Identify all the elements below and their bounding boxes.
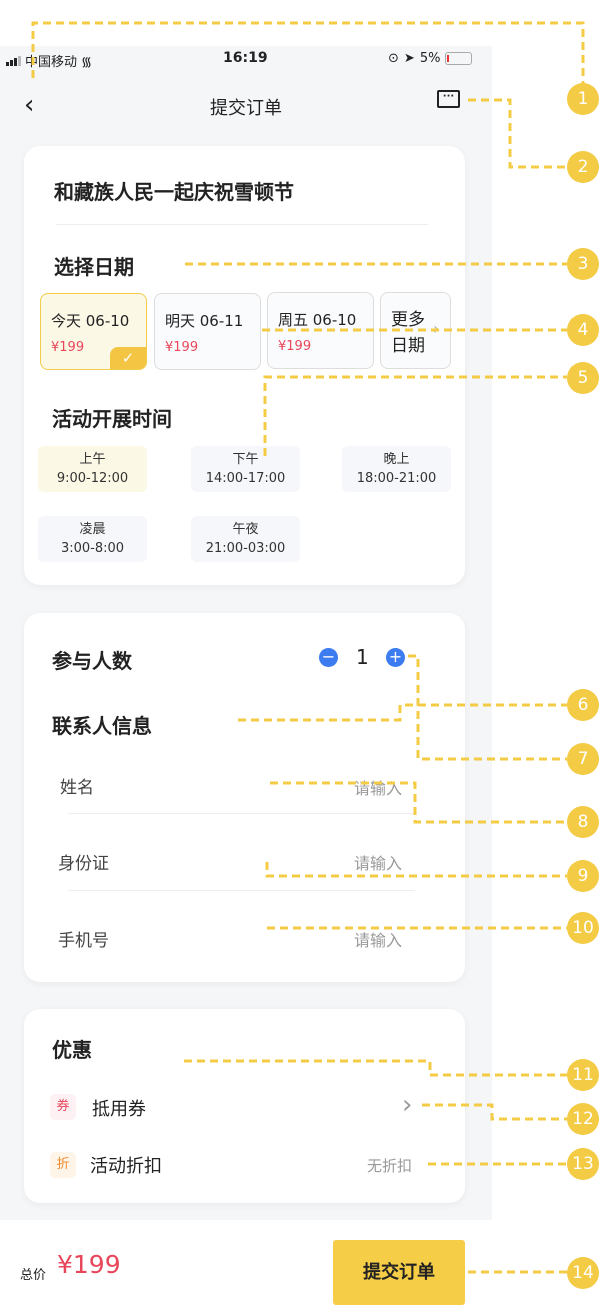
time-slot-evening[interactable]: 晚上 18:00-21:00 bbox=[342, 446, 451, 492]
wifi-icon: ᯾ bbox=[81, 54, 93, 70]
id-card-label: 身份证 bbox=[58, 854, 109, 874]
check-icon: ✓ bbox=[110, 347, 146, 369]
date-label: 明天 06-11 bbox=[165, 312, 244, 330]
submit-order-button[interactable]: 提交订单 bbox=[333, 1240, 465, 1305]
time-slot-morning[interactable]: 上午 9:00-12:00 bbox=[38, 446, 147, 492]
slot-range: 21:00-03:00 bbox=[205, 541, 286, 556]
total-price: ¥199 bbox=[57, 1250, 121, 1279]
date-section-title: 选择日期 bbox=[54, 255, 134, 279]
more-dates-button[interactable]: 更多 日期 › bbox=[380, 292, 451, 369]
time-slot-dawn[interactable]: 凌晨 3:00-8:00 bbox=[38, 516, 147, 562]
callout-3: 3 bbox=[567, 248, 599, 280]
date-chip-tomorrow[interactable]: 明天 06-11 ¥199 bbox=[154, 293, 261, 370]
coupon-label[interactable]: 抵用券 bbox=[92, 1099, 146, 1120]
slot-name: 上午 bbox=[79, 452, 106, 467]
slot-name: 凌晨 bbox=[79, 522, 106, 537]
phone-input[interactable]: 请输入 bbox=[353, 931, 402, 950]
callout-10: 10 bbox=[567, 912, 599, 944]
discount-badge-icon: 折 bbox=[50, 1152, 76, 1178]
coupon-badge-icon: 券 bbox=[50, 1094, 76, 1120]
name-label: 姓名 bbox=[60, 778, 94, 798]
name-input[interactable]: 请输入 bbox=[353, 779, 402, 798]
clock: 16:19 bbox=[223, 50, 268, 66]
status-bar-right: ⊙ ➤ 5% bbox=[388, 51, 473, 66]
discount-title: 优惠 bbox=[52, 1038, 92, 1062]
carrier: 中国移动 bbox=[25, 55, 78, 70]
callout-7: 7 bbox=[567, 743, 599, 775]
battery-icon bbox=[445, 52, 473, 65]
slot-range: 3:00-8:00 bbox=[60, 541, 125, 556]
callout-4: 4 bbox=[567, 314, 599, 346]
date-label: 周五 06-10 bbox=[278, 311, 357, 329]
slot-name: 晚上 bbox=[383, 452, 410, 467]
promo-label: 活动折扣 bbox=[90, 1156, 162, 1177]
signal-icon bbox=[6, 55, 21, 66]
time-section-title: 活动开展时间 bbox=[52, 407, 172, 431]
slot-range: 18:00-21:00 bbox=[356, 471, 437, 486]
divider bbox=[68, 890, 415, 891]
divider bbox=[56, 224, 428, 225]
callout-14: 14 bbox=[567, 1257, 599, 1289]
date-chip-today[interactable]: 今天 06-10 ¥199 ✓ bbox=[40, 293, 147, 370]
callout-2: 2 bbox=[567, 151, 599, 183]
date-price: ¥199 bbox=[165, 340, 199, 355]
contact-title: 联系人信息 bbox=[52, 714, 152, 738]
promo-value[interactable]: 无折扣 bbox=[367, 1157, 413, 1175]
slot-name: 下午 bbox=[232, 452, 259, 467]
rotation-lock-icon: ⊙ bbox=[388, 51, 399, 66]
coupon-chevron-icon[interactable]: › bbox=[402, 1090, 413, 1120]
slot-range: 14:00-17:00 bbox=[205, 471, 286, 486]
chevron-right-icon: › bbox=[433, 319, 440, 338]
discount-card bbox=[24, 1009, 465, 1203]
chat-bubble-icon[interactable]: ··· bbox=[437, 90, 460, 108]
phone-label: 手机号 bbox=[58, 931, 109, 951]
increment-button[interactable]: + bbox=[386, 648, 405, 667]
divider bbox=[68, 813, 415, 814]
participants-label: 参与人数 bbox=[52, 649, 132, 673]
callout-9: 9 bbox=[567, 860, 599, 892]
callout-5: 5 bbox=[567, 362, 599, 394]
more-dates-label-2: 日期 bbox=[391, 336, 425, 356]
decrement-button[interactable]: − bbox=[319, 648, 338, 667]
slot-range: 9:00-12:00 bbox=[56, 471, 129, 486]
location-icon: ➤ bbox=[403, 51, 415, 66]
callout-13: 13 bbox=[567, 1148, 599, 1180]
id-card-input[interactable]: 请输入 bbox=[353, 854, 402, 873]
total-label: 总价 bbox=[20, 1268, 47, 1283]
callout-1: 1 bbox=[567, 83, 599, 115]
date-chip-friday[interactable]: 周五 06-10 ¥199 bbox=[267, 292, 374, 369]
time-slot-midnight[interactable]: 午夜 21:00-03:00 bbox=[191, 516, 300, 562]
date-price: ¥199 bbox=[278, 339, 312, 354]
more-dates-label: 更多 bbox=[391, 310, 425, 330]
back-button[interactable]: ‹ bbox=[24, 90, 34, 120]
event-title: 和藏族人民一起庆祝雪顿节 bbox=[54, 180, 294, 204]
participants-count: 1 bbox=[356, 645, 369, 669]
page-title: 提交订单 bbox=[210, 98, 282, 119]
callout-8: 8 bbox=[567, 806, 599, 838]
date-label: 今天 06-10 bbox=[51, 312, 130, 330]
battery-percent: 5% bbox=[419, 51, 441, 66]
callout-6: 6 bbox=[567, 689, 599, 721]
time-slot-afternoon[interactable]: 下午 14:00-17:00 bbox=[191, 446, 300, 492]
chevron-left-icon[interactable]: ‹ bbox=[24, 90, 35, 120]
callout-12: 12 bbox=[567, 1103, 599, 1135]
status-bar-left: 中国移动 ᯾ bbox=[6, 51, 92, 70]
date-price: ¥199 bbox=[51, 340, 85, 355]
callout-11: 11 bbox=[567, 1059, 599, 1091]
slot-name: 午夜 bbox=[232, 522, 259, 537]
